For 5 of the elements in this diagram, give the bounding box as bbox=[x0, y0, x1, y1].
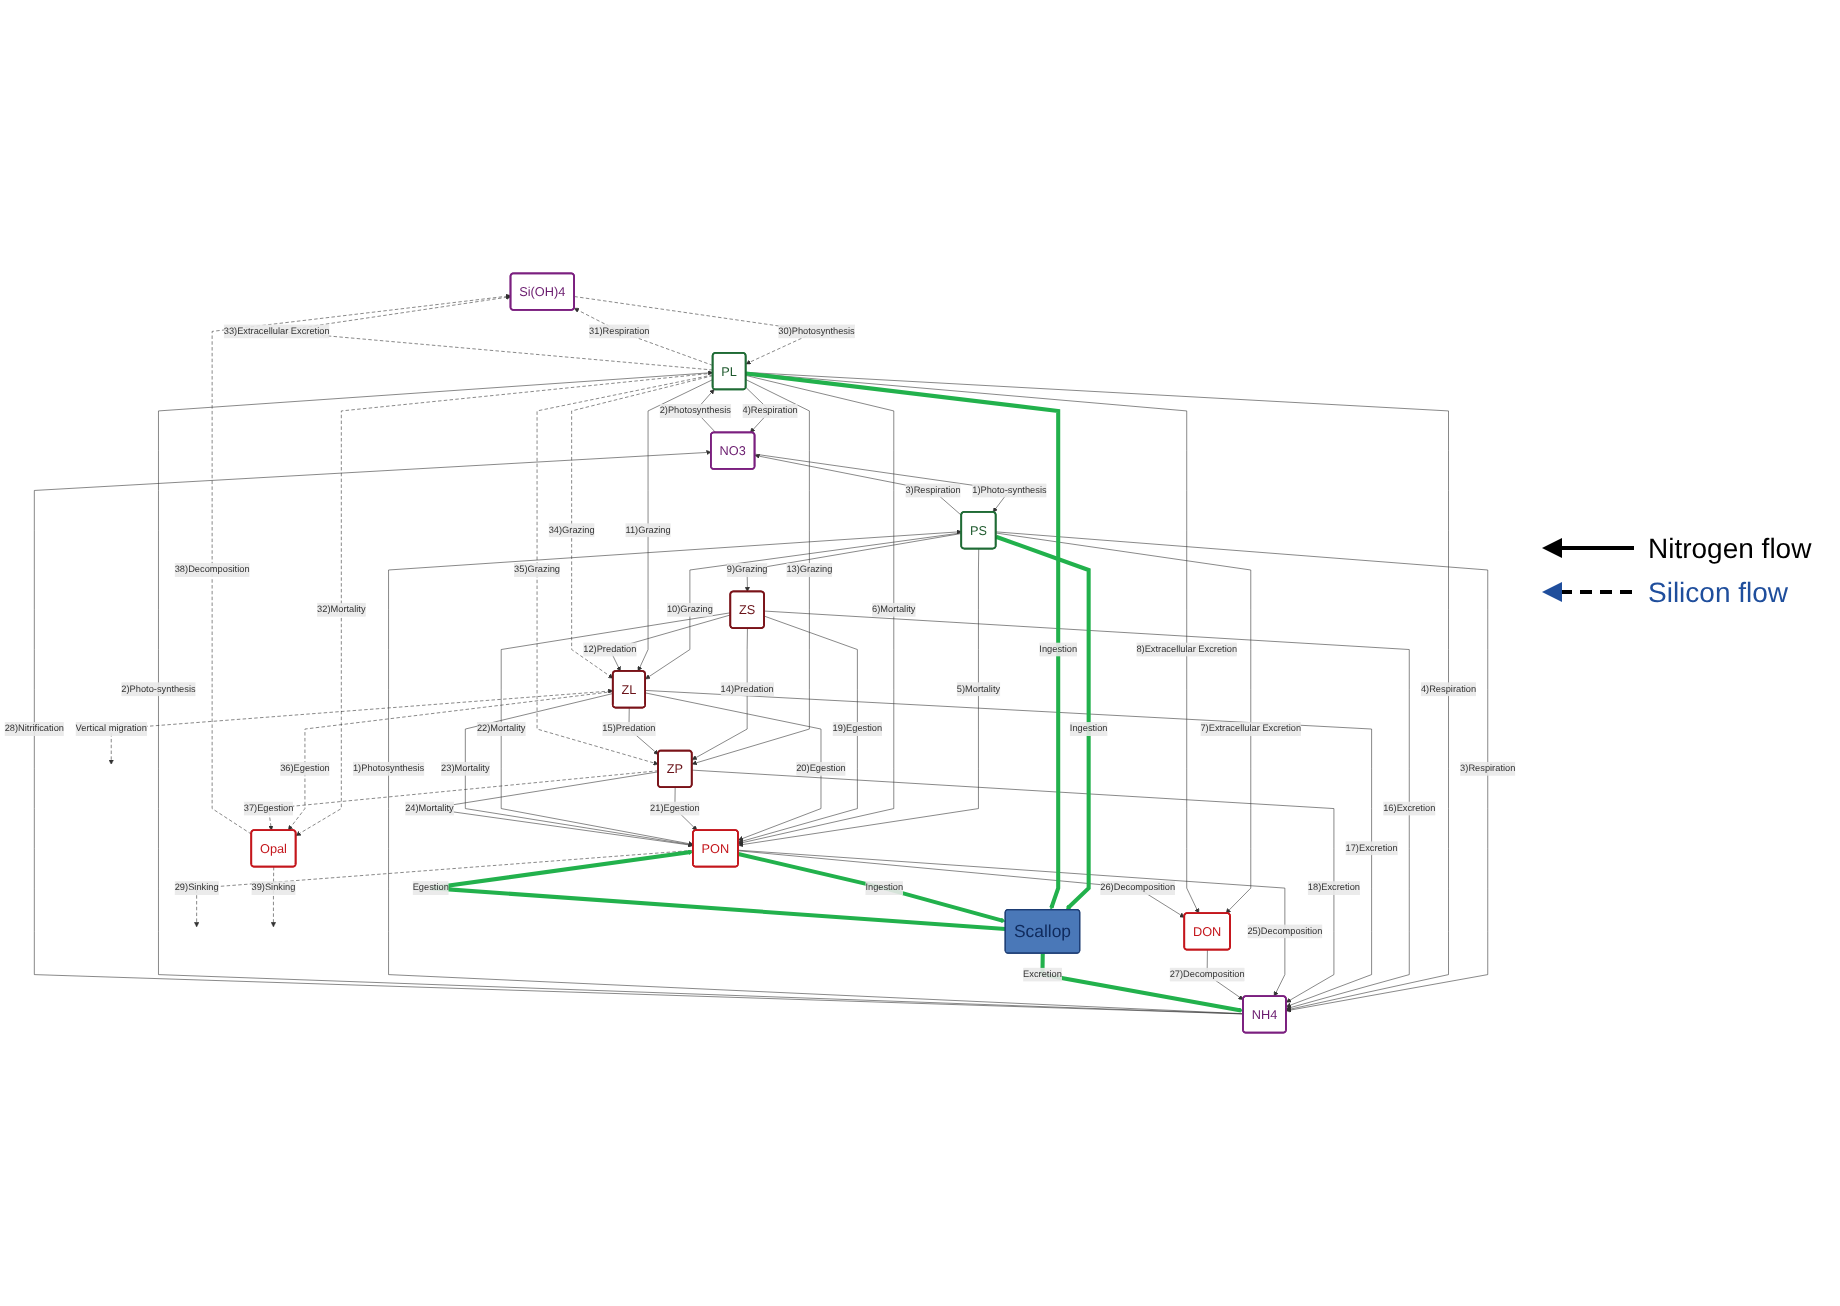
arrow bbox=[737, 851, 1006, 923]
arrow bbox=[995, 534, 1091, 911]
arrow bbox=[1040, 953, 1244, 1013]
legend-label: Silicon flow bbox=[1648, 576, 1789, 608]
legend-label: Nitrogen flow bbox=[1648, 532, 1812, 564]
